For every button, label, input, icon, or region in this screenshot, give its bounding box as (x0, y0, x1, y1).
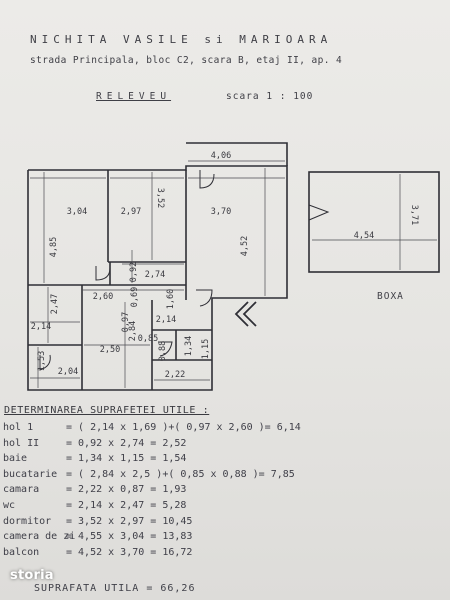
plan-dimension-24: 1,34 (184, 336, 194, 356)
plan-dimension-11: 1,60 (166, 289, 176, 309)
plan-dimension-8: 2,74 (145, 270, 165, 280)
calc-row: hol II = 0,92 x 2,74 = 2,52 (0, 438, 450, 454)
plan-dimension-15: 2,14 (156, 315, 176, 325)
plan-dimension-12: 2,47 (50, 294, 60, 314)
plan-dimension-22: 2,22 (165, 370, 185, 380)
owner-name: NICHITA VASILE si MARIOARA (30, 33, 333, 46)
calc-row: baie = 1,34 x 1,15 = 1,54 (0, 453, 450, 469)
calc-formula: = 4,55 x 3,04 = 13,83 (66, 531, 193, 543)
storia-watermark-logo: storia (10, 568, 54, 583)
calc-formula: = 1,34 x 1,15 = 1,54 (66, 453, 187, 465)
boxa-dimension-1: 4,54 (354, 231, 374, 241)
plan-dimension-1: 3,04 (67, 207, 87, 217)
calc-formula: = 0,92 x 2,74 = 2,52 (66, 437, 187, 449)
dimension-labels: 4,06 3,04 2,97 3,52 3,70 4,85 4,52 0,92 2,74 2,60… (31, 151, 250, 380)
outer-wall (27, 165, 288, 391)
plan-dimension-10: 0,69 (130, 287, 140, 307)
calc-room-name: bucatarie (3, 468, 58, 480)
plan-dimension-3: 3,52 (155, 188, 165, 208)
plan-scale: scara 1 : 100 (226, 91, 314, 102)
plan-dimension-7: 0,92 (129, 262, 139, 282)
area-calculation-title: DETERMINAREA SUPRAFETEI UTILE : (4, 405, 210, 416)
dimension-lines (30, 160, 285, 388)
property-address: strada Principala, bloc C2, scara B, eta… (30, 55, 343, 66)
calc-row: wc = 2,14 x 2,47 = 5,28 (0, 500, 450, 516)
calc-room-name: baie (3, 453, 28, 465)
plan-title: RELEVEU (96, 91, 172, 102)
calc-formula: = 3,52 x 2,97 = 10,45 (66, 515, 193, 527)
calc-row: dormitor = 3,52 x 2,97 = 10,45 (0, 516, 450, 532)
apartment-walls (27, 142, 288, 391)
calc-room-name: wc (3, 499, 16, 511)
plan-dimension-6: 4,52 (240, 236, 250, 256)
plan-dimension-23: 1,15 (201, 339, 211, 359)
calc-formula: = ( 2,14 x 1,69 )+( 0,97 x 2,60 )= 6,14 (66, 422, 301, 433)
balcony-outline (186, 142, 288, 166)
storage-box-label: BOXA (377, 291, 404, 302)
calc-room-name: dormitor (3, 515, 52, 527)
plan-dimension-20: 1,53 (37, 351, 47, 371)
calc-row: camera de zi= 4,55 x 3,04 = 13,83 (0, 531, 450, 547)
calc-room-name: hol 1 (3, 422, 34, 433)
door-swings (39, 170, 215, 371)
plan-dimension-17: 0,85 (138, 334, 158, 344)
plan-dimension-16: 2,84 (128, 321, 138, 341)
plan-dimension-14: 0,97 (121, 312, 131, 332)
plan-dimension-5: 4,85 (49, 237, 59, 257)
calc-row: camara = 2,22 x 0,87 = 1,93 (0, 484, 450, 500)
plan-dimension-9: 2,60 (93, 292, 113, 302)
calc-formula: = 2,22 x 0,87 = 1,93 (66, 484, 187, 496)
calc-room-name: balcon (3, 546, 40, 558)
plan-dimension-2: 2,97 (121, 207, 141, 217)
calc-row: bucatarie = ( 2,84 x 2,5 )+( 0,85 x 0,88 … (0, 469, 450, 485)
plan-dimension-19: 2,50 (100, 345, 120, 355)
calc-room-name: hol II (3, 437, 40, 449)
total-usable-area: SUPRAFATA UTILA = 66,26 (34, 583, 196, 594)
calc-formula: = 2,14 x 2,47 = 5,28 (66, 499, 187, 511)
plan-dimension-0: 4,06 (211, 151, 231, 161)
entrance-arrow (234, 301, 257, 327)
boxa-dimension-0: 3,71 (409, 205, 419, 225)
storage-box-dimensions: 3,71 4,54 (354, 205, 419, 241)
plan-dimension-13: 2,14 (31, 322, 51, 332)
plan-dimension-18: 0,88 (158, 341, 168, 361)
calc-formula: = 4,52 x 3,70 = 16,72 (66, 546, 193, 558)
area-calculation-list: hol 1 = ( 2,14 x 1,69 )+( 0,97 x 2,60 )= … (0, 422, 450, 562)
plan-dimension-21: 2,04 (58, 367, 78, 377)
calc-row: hol 1 = ( 2,14 x 1,69 )+( 0,97 x 2,60 )= … (0, 422, 450, 438)
calc-formula: = ( 2,84 x 2,5 )+( 0,85 x 0,88 )= 7,85 (66, 468, 295, 480)
plan-dimension-4: 3,70 (211, 207, 231, 217)
storage-box (308, 171, 440, 273)
calc-room-name: camara (3, 484, 40, 496)
calc-room-name: camera de zi (3, 531, 76, 543)
calc-row: balcon = 4,52 x 3,70 = 16,72 (0, 547, 450, 563)
